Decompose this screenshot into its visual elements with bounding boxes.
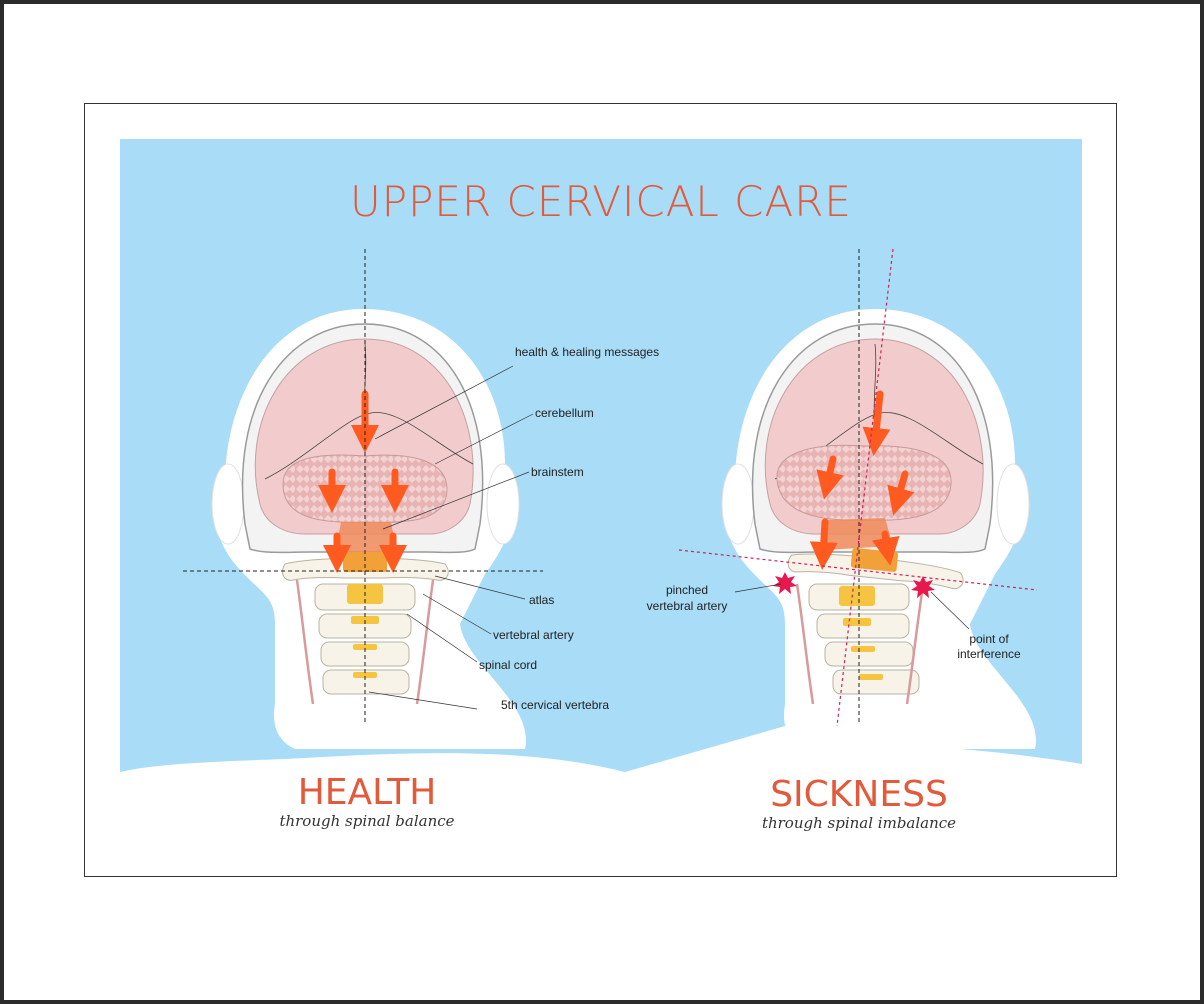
label-spinal-cord: spinal cord bbox=[479, 658, 537, 672]
label-interference-2: interference bbox=[957, 647, 1021, 661]
health-heading: HEALTH bbox=[298, 772, 437, 813]
interference-star-right bbox=[911, 576, 935, 598]
poster-title: UPPER CERVICAL CARE bbox=[350, 177, 852, 226]
label-vertebral-artery: vertebral artery bbox=[493, 628, 574, 642]
sickness-head-illustration bbox=[678, 248, 1038, 749]
sickness-subheading: through spinal imbalance bbox=[762, 814, 956, 832]
health-head-illustration bbox=[183, 249, 543, 749]
label-cerebellum: cerebellum bbox=[535, 406, 594, 420]
sickness-heading: SICKNESS bbox=[770, 774, 948, 815]
poster-artwork: UPPER CERVICAL CARE health & healing mes… bbox=[120, 139, 1082, 832]
label-pinched-2: vertebral artery bbox=[647, 599, 728, 613]
label-brainstem: brainstem bbox=[531, 465, 584, 479]
health-subheading: through spinal balance bbox=[279, 812, 454, 830]
poster: UPPER CERVICAL CARE health & healing mes… bbox=[84, 103, 1117, 877]
cerebellum-right bbox=[776, 444, 952, 521]
label-messages: health & healing messages bbox=[515, 345, 659, 359]
label-interference-1: point of bbox=[969, 632, 1009, 646]
interference-star-left bbox=[773, 572, 797, 594]
label-fifth-vertebra: 5th cervical vertebra bbox=[501, 698, 609, 712]
label-pinched-1: pinched bbox=[666, 583, 708, 597]
label-atlas: atlas bbox=[529, 593, 554, 607]
